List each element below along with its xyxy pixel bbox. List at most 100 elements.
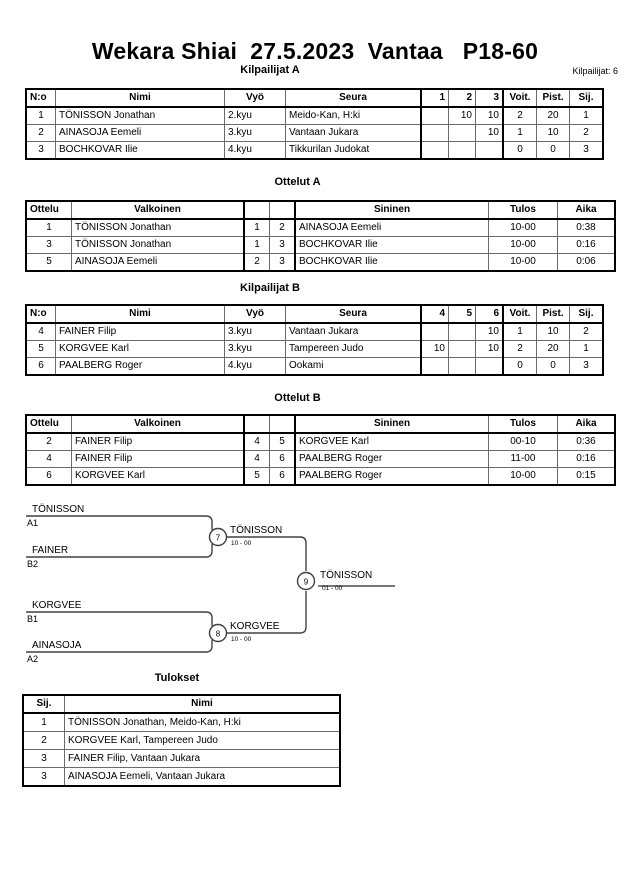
cell-points: 0	[536, 141, 570, 160]
cell-points: 0	[536, 357, 570, 376]
pool-b-table-wrap: N:o Nimi Vyö Seura 4 5 6 Voit. Pist. Sij…	[25, 304, 604, 376]
col-blue: Sininen	[294, 414, 489, 434]
table-row: 1 TÖNISSON Jonathan 1 2 AINASOJA Eemeli …	[25, 218, 616, 237]
bracket-entrant-seed-4: A2	[27, 654, 38, 664]
cell-white-no: 2	[243, 253, 270, 272]
cell-blue: AINASOJA Eemeli	[294, 218, 489, 237]
cell-white-no: 1	[243, 236, 270, 254]
cell-match-no: 3	[25, 236, 72, 254]
col-m1: 1	[420, 88, 449, 108]
cell-no: 5	[25, 340, 56, 358]
page-title: Wekara Shiai 27.5.2023 Vantaa P18-60	[91, 38, 539, 64]
cell-rank: 2	[569, 124, 604, 142]
pool-b-title: Kilpailijat B	[240, 282, 300, 294]
cell-club: Meido-Kan, H:ki	[285, 106, 422, 125]
col-m2: 2	[448, 88, 476, 108]
col-blue: Sininen	[294, 200, 489, 220]
table-row: 3 AINASOJA Eemeli, Vantaan Jukara	[22, 767, 341, 787]
cell-result: 10-00	[488, 236, 558, 254]
table-header-row: N:o Nimi Vyö Seura 1 2 3 Voit. Pist. Sij…	[25, 88, 604, 108]
cell-wins: 0	[502, 141, 537, 160]
tournament-bracket: 7 8 9 TÖNISSON A1 FAINER B2 KORGVEE B1 A…	[0, 495, 630, 670]
cell-m5	[448, 322, 476, 341]
cell-belt: 2.kyu	[224, 106, 286, 125]
table-row: 2 FAINER Filip 4 5 KORGVEE Karl 00-10 0:…	[25, 432, 616, 451]
cell-time: 0:36	[557, 432, 616, 451]
cell-m6: 10	[475, 322, 504, 341]
table-row: 4 FAINER Filip 3.kyu Vantaan Jukara 10 1…	[25, 322, 604, 341]
col-m3: 3	[475, 88, 504, 108]
bracket-node-8[interactable]	[208, 623, 228, 643]
bracket-line-sf2-to-final	[225, 591, 307, 634]
cell-no: 3	[25, 141, 56, 160]
cell-name: AINASOJA Eemeli	[55, 124, 225, 142]
cell-result: 10-00	[488, 218, 558, 237]
table-header-row: N:o Nimi Vyö Seura 4 5 6 Voit. Pist. Sij…	[25, 304, 604, 324]
col-time: Aika	[557, 200, 616, 220]
bracket-node-7[interactable]	[208, 527, 228, 547]
cell-points: 20	[536, 340, 570, 358]
cell-points: 10	[536, 322, 570, 341]
cell-m2: 10	[448, 106, 476, 125]
table-header-row: Ottelu Valkoinen Sininen Tulos Aika	[25, 200, 616, 220]
pool-b-table: N:o Nimi Vyö Seura 4 5 6 Voit. Pist. Sij…	[25, 304, 604, 376]
cell-m4: 10	[420, 340, 449, 358]
cell-white-no: 4	[243, 450, 270, 468]
cell-blue: KORGVEE Karl	[294, 432, 489, 451]
col-white-no	[243, 200, 270, 220]
table-row: 3 FAINER Filip, Vantaan Jukara	[22, 749, 341, 768]
cell-m6	[475, 357, 504, 376]
cell-result: 00-10	[488, 432, 558, 451]
cell-rank: 1	[569, 106, 604, 125]
col-m5: 5	[448, 304, 476, 324]
cell-rank: 2	[22, 731, 65, 750]
cell-result: 10-00	[488, 467, 558, 486]
cell-result: 10-00	[488, 253, 558, 272]
cell-club: Vantaan Jukara	[285, 124, 422, 142]
cell-white: FAINER Filip	[71, 450, 245, 468]
col-club: Seura	[285, 304, 422, 324]
bracket-line-a1	[26, 515, 213, 530]
cell-no: 6	[25, 357, 56, 376]
cell-points: 10	[536, 124, 570, 142]
table-row: 1 TÖNISSON Jonathan, Meido-Kan, H:ki	[22, 712, 341, 732]
cell-belt: 3.kyu	[224, 340, 286, 358]
cell-white-no: 1	[243, 218, 270, 237]
cell-white: KORGVEE Karl	[71, 467, 245, 486]
cell-m5	[448, 357, 476, 376]
col-match-no: Ottelu	[25, 200, 72, 220]
cell-rank: 1	[569, 340, 604, 358]
col-m4: 4	[420, 304, 449, 324]
bracket-entrant-seed-1: A1	[27, 518, 38, 528]
bracket-entrant-seed-3: B1	[27, 614, 38, 624]
cell-time: 0:15	[557, 467, 616, 486]
col-no: N:o	[25, 88, 56, 108]
col-blue-no	[269, 200, 296, 220]
results-table: Sij. Nimi 1 TÖNISSON Jonathan, Meido-Kan…	[22, 694, 341, 787]
col-match-no: Ottelu	[25, 414, 72, 434]
cell-rank: 1	[22, 712, 65, 732]
cell-time: 0:38	[557, 218, 616, 237]
bracket-entrant-seed-2: B2	[27, 559, 38, 569]
cell-blue: PAALBERG Roger	[294, 467, 489, 486]
col-time: Aika	[557, 414, 616, 434]
cell-wins: 2	[502, 106, 537, 125]
table-row: 3 TÖNISSON Jonathan 1 3 BOCHKOVAR Ilie 1…	[25, 236, 616, 254]
col-points: Pist.	[536, 88, 570, 108]
col-result: Tulos	[488, 414, 558, 434]
bracket-score-8: 10 - 00	[231, 636, 252, 643]
col-blue-no	[269, 414, 296, 434]
cell-points: 20	[536, 106, 570, 125]
bracket-node-9[interactable]	[296, 571, 316, 591]
cell-club: Tikkurilan Judokat	[285, 141, 422, 160]
col-points: Pist.	[536, 304, 570, 324]
col-name: Nimi	[55, 304, 225, 324]
bracket-winner-name-7: TÖNISSON	[230, 524, 282, 536]
table-row: 2 AINASOJA Eemeli 3.kyu Vantaan Jukara 1…	[25, 124, 604, 142]
cell-blue-no: 3	[269, 253, 296, 272]
matches-a-table: Ottelu Valkoinen Sininen Tulos Aika 1 TÖ…	[25, 200, 616, 272]
cell-no: 2	[25, 124, 56, 142]
cell-wins: 0	[502, 357, 537, 376]
matches-b-table-wrap: Ottelu Valkoinen Sininen Tulos Aika 2 FA…	[25, 414, 616, 486]
bracket-line-a2	[26, 640, 213, 653]
